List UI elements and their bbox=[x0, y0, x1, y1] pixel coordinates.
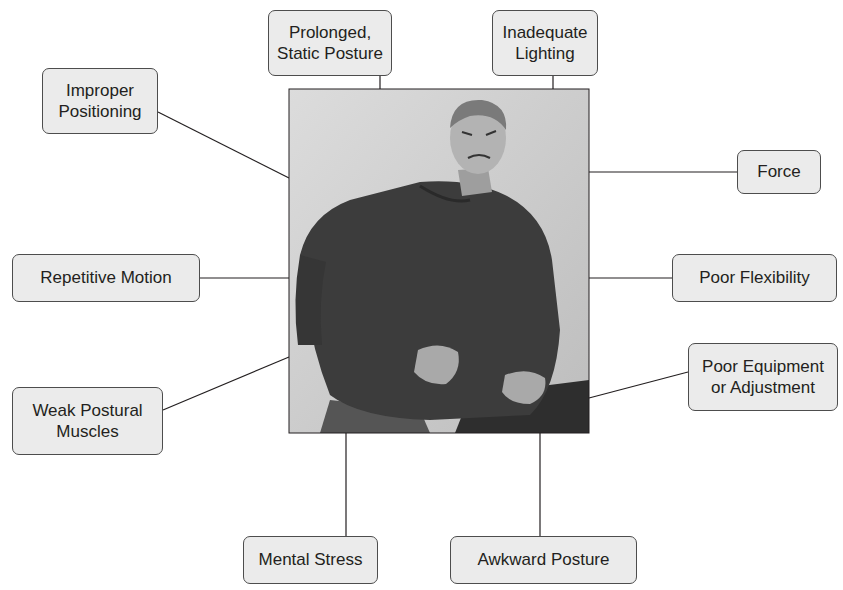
factor-box: Improper Positioning bbox=[42, 68, 158, 134]
hand bbox=[414, 345, 459, 384]
leader-line bbox=[200, 277, 289, 278]
leader-line bbox=[379, 76, 380, 89]
factor-label: Awkward Posture bbox=[457, 549, 630, 570]
arm bbox=[295, 255, 326, 345]
factor-box: Weak Postural Muscles bbox=[12, 387, 163, 455]
factor-box: Poor Equipment or Adjustment bbox=[688, 343, 838, 411]
factor-box: Mental Stress bbox=[243, 536, 378, 584]
factor-label: Poor Flexibility bbox=[679, 267, 830, 288]
factor-label: Poor Equipment or Adjustment bbox=[695, 356, 831, 399]
leader-line bbox=[539, 433, 540, 536]
factor-label: Prolonged, Static Posture bbox=[275, 22, 385, 65]
leader-line bbox=[589, 277, 672, 278]
factor-box: Awkward Posture bbox=[450, 536, 637, 584]
leader-lines bbox=[158, 76, 737, 536]
factor-box: Poor Flexibility bbox=[672, 254, 837, 302]
factor-box: Inadequate Lighting bbox=[492, 10, 598, 76]
leader-line bbox=[589, 372, 688, 398]
leader-line bbox=[158, 112, 289, 178]
factor-label: Repetitive Motion bbox=[19, 267, 193, 288]
mouth bbox=[468, 155, 490, 158]
leader-line bbox=[163, 357, 289, 410]
hair bbox=[450, 100, 506, 130]
hand bbox=[502, 371, 545, 404]
photo bbox=[289, 89, 589, 433]
leader-line bbox=[345, 433, 346, 536]
factor-label: Weak Postural Muscles bbox=[19, 400, 156, 443]
leader-line bbox=[552, 76, 553, 89]
photo-frame bbox=[289, 89, 589, 433]
factor-label: Inadequate Lighting bbox=[499, 22, 591, 65]
factor-box: Prolonged, Static Posture bbox=[268, 10, 392, 76]
photo-ground bbox=[289, 89, 589, 433]
shirt bbox=[300, 181, 560, 420]
factor-box: Force bbox=[737, 150, 821, 194]
factor-label: Mental Stress bbox=[250, 549, 371, 570]
leader-line bbox=[589, 171, 737, 172]
factor-label: Force bbox=[744, 161, 814, 182]
eyes bbox=[462, 131, 496, 135]
factor-label: Improper Positioning bbox=[49, 80, 151, 123]
factor-box: Repetitive Motion bbox=[12, 254, 200, 302]
